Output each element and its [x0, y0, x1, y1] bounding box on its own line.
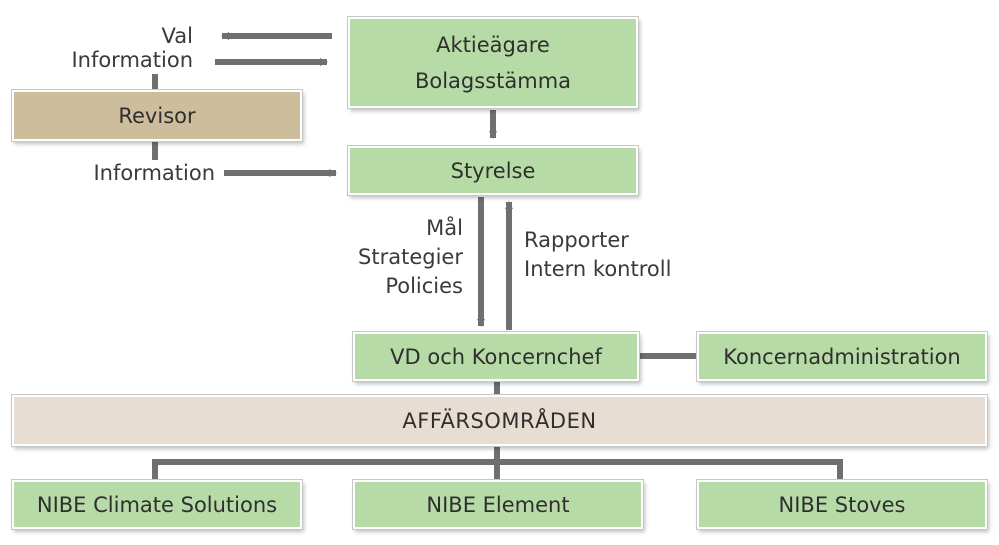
strategies-label: Strategier: [358, 245, 463, 269]
division-box: NIBE Stoves: [697, 480, 987, 529]
division-box: NIBE Climate Solutions: [12, 480, 302, 529]
goals-label: Mål: [426, 216, 463, 240]
board-box: Styrelse: [348, 146, 638, 195]
information-to-board-label: Information: [93, 161, 215, 185]
information-to-shareholders-label: Information: [71, 48, 193, 72]
division-box: NIBE Element: [353, 480, 643, 529]
division-label: NIBE Stoves: [778, 492, 906, 517]
business-areas-bar: AFFÄRSOMRÅDEN: [12, 395, 987, 446]
business-areas-label: AFFÄRSOMRÅDEN: [402, 408, 597, 433]
shareholders-label: Aktieägare: [436, 32, 550, 57]
auditor-box: Revisor: [12, 90, 302, 141]
val-label: Val: [161, 24, 193, 48]
group-admin-label: Koncernadministration: [723, 344, 961, 369]
ceo-box: VD och Koncernchef: [353, 332, 639, 381]
auditor-label: Revisor: [118, 103, 196, 128]
division-label: NIBE Climate Solutions: [36, 492, 278, 517]
internal-control-label: Intern kontroll: [524, 257, 672, 281]
division-label: NIBE Element: [426, 492, 570, 517]
board-label: Styrelse: [450, 158, 536, 183]
ceo-label: VD och Koncernchef: [390, 344, 602, 369]
connector-divisions-bus: [152, 459, 843, 480]
policies-label: Policies: [385, 274, 463, 298]
general-meeting-label: Bolagsstämma: [414, 68, 572, 93]
group-admin-box: Koncernadministration: [697, 332, 987, 381]
shareholders-box: Aktieägare Bolagsstämma: [348, 17, 638, 108]
reports-label: Rapporter: [524, 228, 629, 252]
